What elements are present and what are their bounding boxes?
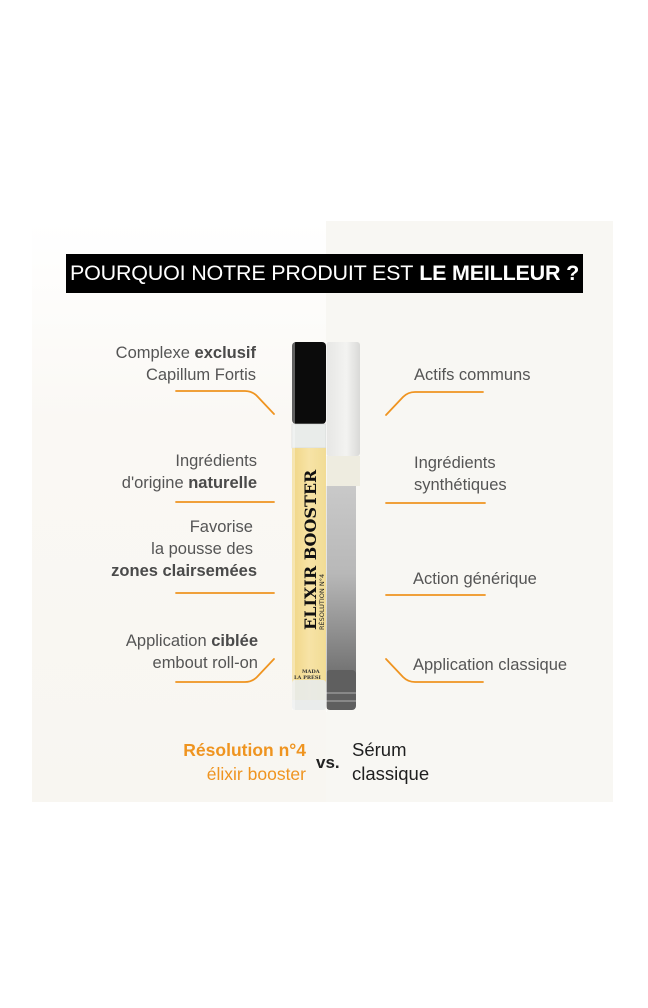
feature-text: Capillum Fortis <box>145 366 256 384</box>
feature-classic-application: Application classique <box>413 654 567 676</box>
feature-text: d'origine <box>121 474 189 492</box>
feature-text: la pousse des <box>151 540 253 558</box>
feature-text-bold: naturelle <box>188 474 257 492</box>
feature-text: Application <box>125 632 212 650</box>
feature-synthetic-ingredients: Ingrédients synthétiques <box>414 452 507 496</box>
feature-text: Favorise <box>189 518 253 536</box>
feature-text: Ingrédients <box>414 454 496 472</box>
brand-line2: LA PRÉSI <box>294 673 321 681</box>
competitor-name-line1: Sérum <box>352 739 407 760</box>
feature-text: embout roll-on <box>152 654 258 672</box>
versus-label: vs. <box>316 753 340 772</box>
brand-line1: MADA <box>302 669 320 675</box>
competitor-caption: Sérum classique <box>352 738 429 786</box>
grey-body <box>326 486 356 680</box>
white-cap <box>326 342 360 456</box>
feature-targeted-application: Application ciblée embout roll-on <box>126 630 258 674</box>
feature-text-bold: zones clairsemées <box>111 562 257 580</box>
product-subtitle: élixir booster <box>206 764 306 784</box>
feature-growth-thin-zones: Favorise la pousse des zones clairsemées <box>111 516 257 582</box>
label-elixir-booster: ELIXIR BOOSTER <box>301 469 320 630</box>
feature-text-bold: exclusif <box>194 344 256 362</box>
feature-exclusive-complex: Complexe exclusif Capillum Fortis <box>116 342 256 386</box>
feature-common-actives: Actifs communs <box>414 364 530 386</box>
black-cap <box>292 342 326 424</box>
feature-text: synthétiques <box>414 476 507 494</box>
competitor-half-background <box>326 221 613 802</box>
bottle-illustration: ELIXIR BOOSTER RÉSOLUTION N°4 MADA LA PR… <box>291 342 360 712</box>
product-name: Résolution n°4 <box>183 740 306 760</box>
headline-regular: POURQUOI NOTRE PRODUIT EST <box>69 261 414 285</box>
feature-generic-action: Action générique <box>413 568 537 590</box>
headline-banner: POURQUOI NOTRE PRODUIT EST LE MEILLEUR ? <box>66 254 583 293</box>
competitor-name-line2: classique <box>352 763 430 784</box>
product-bottle: ELIXIR BOOSTER RÉSOLUTION N°4 MADA LA PR… <box>290 340 362 720</box>
label-resolution: RÉSOLUTION N°4 <box>317 574 326 630</box>
feature-text: Action générique <box>413 570 537 588</box>
feature-text: Application classique <box>413 656 568 674</box>
feature-natural-ingredients: Ingrédients d'origine naturelle <box>122 450 257 494</box>
feature-text-bold: ciblée <box>211 632 258 650</box>
feature-text: Actifs communs <box>414 366 531 384</box>
headline-bold: LE MEILLEUR ? <box>419 261 580 285</box>
feature-text: Complexe <box>115 344 195 362</box>
feature-text: Ingrédients <box>175 452 257 470</box>
product-caption: Résolution n°4 élixir booster <box>183 738 306 786</box>
